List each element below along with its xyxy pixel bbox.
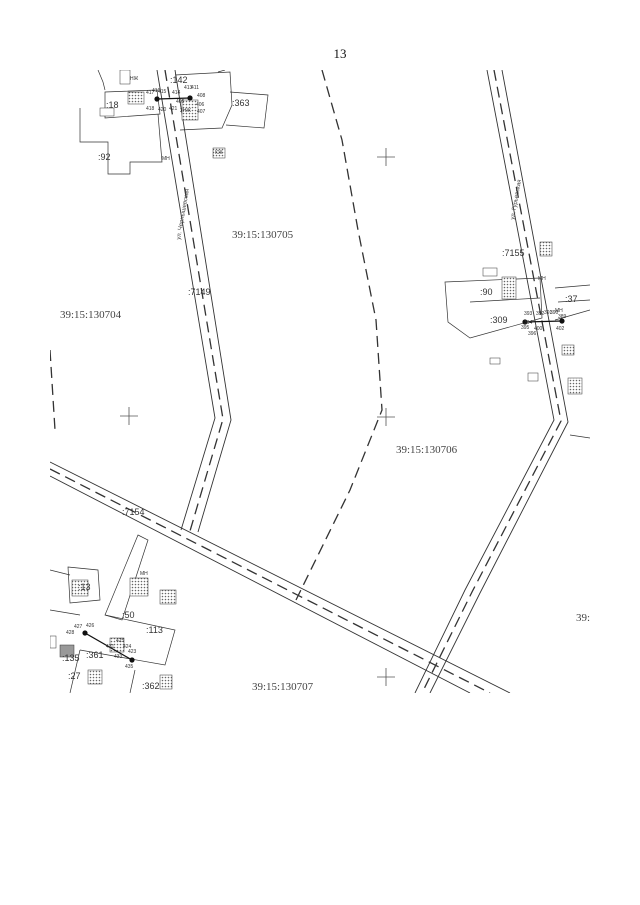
svg-text:МН: МН (555, 308, 563, 314)
parcel-label-18: :18 (106, 100, 119, 110)
point-numbers-bottom: 427 426 425 424 423 428 431 433 435 (66, 623, 137, 670)
left-street-edge-2 (174, 70, 232, 533)
svg-text:420: 420 (158, 107, 167, 113)
building-codes: МН МН МН МН НЖ КЖ 2НЖ (130, 76, 563, 577)
right-street-edge-2 (429, 70, 569, 693)
svg-text:423: 423 (128, 649, 137, 655)
parcel-label-7149: :7149 (188, 287, 211, 297)
svg-text:424: 424 (123, 644, 132, 650)
block-label-edge: 39: (576, 612, 590, 624)
left-street-edge-1 (156, 70, 216, 531)
svg-text:390: 390 (550, 310, 559, 316)
svg-text:431: 431 (106, 644, 115, 650)
svg-text:414: 414 (172, 90, 181, 96)
svg-text:389: 389 (558, 314, 567, 320)
svg-text:418: 418 (146, 106, 155, 112)
parcel-label-363: :363 (232, 98, 250, 108)
cadastral-map: 39:15:130705 39:15:130704 39:15:130706 3… (50, 70, 590, 693)
svg-text:402: 402 (556, 326, 565, 332)
parcel-label-7154: :7154 (122, 507, 145, 517)
block-label-130706: 39:15:130706 (396, 444, 458, 456)
survey-points (82, 95, 565, 663)
svg-text:МН: МН (140, 571, 148, 577)
block-boundaries (50, 70, 562, 693)
right-parcels (444, 277, 590, 439)
svg-text:2НЖ: 2НЖ (180, 108, 191, 114)
svg-text:428: 428 (66, 630, 75, 636)
svg-text:425: 425 (116, 638, 125, 644)
parcel-label-50: :50 (122, 610, 135, 620)
top-buildings (99, 70, 226, 159)
svg-text:411: 411 (191, 85, 199, 91)
parcel-label-113: :113 (146, 625, 163, 635)
block-label-130705: 39:15:130705 (232, 229, 294, 241)
svg-text:МН: МН (162, 156, 170, 162)
svg-text:413: 413 (184, 85, 193, 91)
grid-crosses (120, 148, 395, 686)
svg-text:391: 391 (544, 310, 553, 316)
svg-text:427: 427 (74, 624, 83, 630)
right-street-edge-1 (414, 70, 555, 693)
svg-text:405: 405 (176, 99, 185, 105)
point-numbers-right: 393 392 391 390 389 394 395 396 400 402 (521, 310, 567, 337)
svg-text:415: 415 (158, 89, 167, 95)
main-road-edge-bottom (50, 475, 471, 693)
svg-text:КЖ: КЖ (215, 150, 223, 156)
road-network (50, 70, 569, 693)
block-label-130704: 39:15:130704 (60, 309, 122, 321)
point-numbers-top: 417 416 415 414 413 411 408 418 420 421 … (146, 85, 206, 115)
parcel-label-309: :309 (490, 315, 508, 325)
svg-text:НЖ: НЖ (130, 76, 139, 82)
parcel-label-362: :362 (142, 681, 160, 691)
svg-text:421: 421 (169, 106, 178, 112)
svg-text:407: 407 (197, 109, 206, 115)
svg-text:393: 393 (524, 311, 533, 317)
svg-text:396: 396 (528, 331, 537, 337)
map-svg: 39:15:130705 39:15:130704 39:15:130706 3… (50, 70, 590, 693)
parcel-label-90: :90 (480, 287, 493, 297)
top-parcels (79, 70, 269, 175)
svg-text:433: 433 (114, 654, 123, 660)
svg-text:416: 416 (152, 88, 161, 94)
svg-text:435: 435 (125, 664, 134, 670)
parcel-label-37: :37 (565, 294, 578, 304)
svg-text:395: 395 (521, 325, 530, 331)
right-buildings (482, 241, 583, 395)
parcel-label-13: :13 (78, 582, 91, 592)
page-number: 13 (333, 46, 347, 61)
block-label-130707: 39:15:130707 (252, 681, 314, 693)
svg-text:417: 417 (146, 90, 155, 96)
parcel-label-135: :135 (62, 653, 80, 663)
svg-text:400: 400 (534, 326, 543, 332)
parcel-label-7155: :7155 (502, 248, 525, 258)
parcel-label-142: :142 (170, 75, 188, 85)
svg-text:МН: МН (538, 276, 546, 282)
svg-text:426: 426 (86, 623, 95, 629)
parcel-label-361: :361 (86, 650, 104, 660)
svg-text:394: 394 (524, 320, 533, 326)
parcel-label-92: :92 (98, 152, 111, 162)
bottom-buildings (50, 577, 177, 690)
svg-text:406: 406 (196, 102, 205, 108)
svg-text:392: 392 (536, 311, 545, 317)
parcel-label-27: :27 (68, 671, 81, 681)
bottom-parcels (50, 534, 176, 693)
svg-text:408: 408 (197, 93, 206, 99)
